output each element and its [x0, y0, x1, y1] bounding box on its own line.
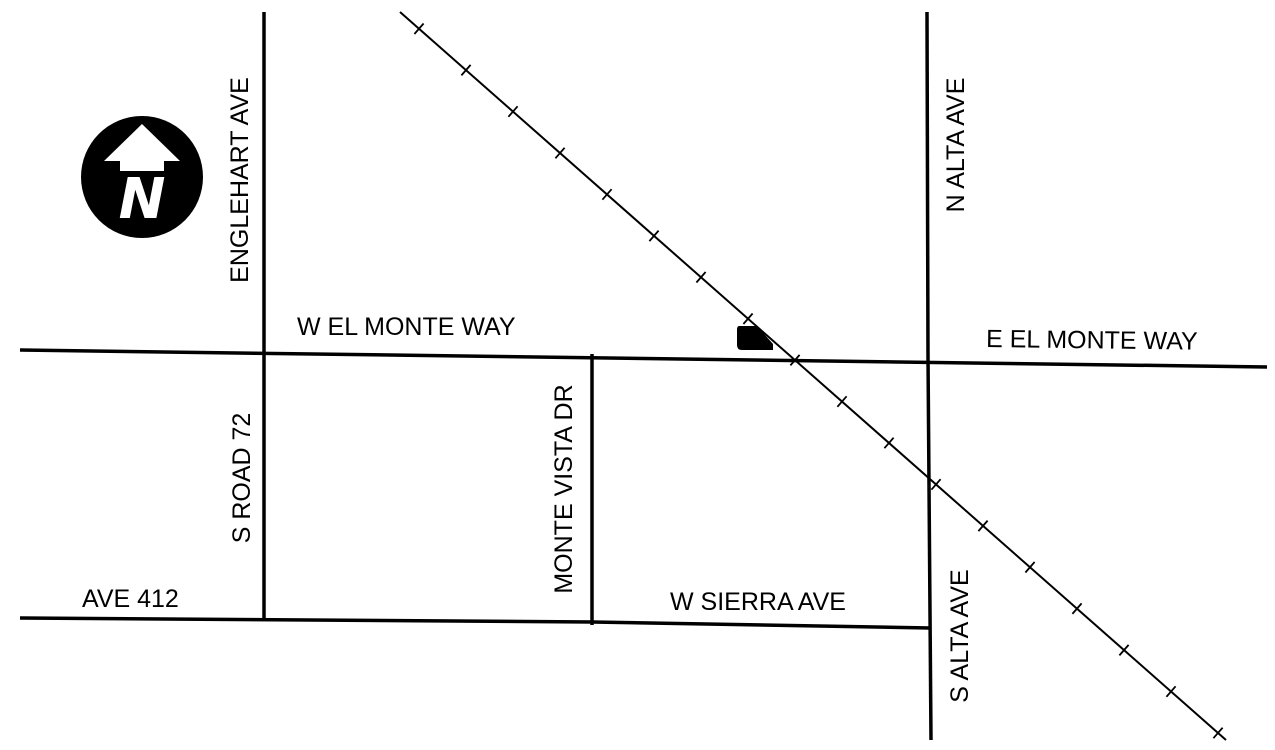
- building-marker-icon: [737, 326, 773, 350]
- north-arrow-icon: N: [81, 116, 203, 238]
- road-ave-412: [19, 616, 593, 624]
- railroad-tie: [930, 478, 942, 491]
- railroad-tie: [1212, 727, 1224, 739]
- road-el-monte-way: [19, 348, 1268, 369]
- label-w-el-monte-way: W EL MONTE WAY: [297, 313, 516, 341]
- railroad-tie: [554, 147, 566, 159]
- railroad-tie: [1071, 602, 1083, 615]
- road-n-alta-ave: [925, 11, 930, 358]
- railroad-tie: [977, 520, 989, 532]
- railroad-tie: [836, 395, 848, 408]
- label-w-sierra-ave: W SIERRA AVE: [670, 588, 846, 616]
- railroad-tie: [789, 354, 801, 366]
- railroad-tie: [695, 271, 707, 284]
- railroad-track-icon: [399, 11, 1227, 741]
- railroad-tie: [1024, 561, 1036, 574]
- label-englehart-ave: ENGLEHART AVE: [226, 77, 254, 283]
- label-e-el-monte-way: E EL MONTE WAY: [986, 325, 1198, 356]
- label-monte-vista-dr: MONTE VISTA DR: [550, 384, 578, 593]
- label-ave-412: AVE 412: [82, 585, 179, 613]
- railroad-tie: [413, 22, 425, 35]
- road-w-sierra-ave: [591, 620, 931, 630]
- road-s-alta-ave: [926, 356, 933, 741]
- compass-letter: N: [119, 167, 166, 232]
- railroad-tie: [507, 105, 519, 118]
- label-s-alta-ave: S ALTA AVE: [946, 569, 974, 702]
- railroad-tie: [648, 230, 660, 242]
- railroad-tie: [883, 437, 895, 449]
- label-s-road-72: S ROAD 72: [228, 413, 256, 544]
- railroad-tie: [460, 64, 472, 76]
- railroad-tie: [1118, 644, 1130, 656]
- railroad-tie: [742, 312, 754, 325]
- label-n-alta-ave: N ALTA AVE: [942, 78, 970, 213]
- railroad-tie: [601, 188, 613, 201]
- railroad-tie: [1165, 685, 1177, 698]
